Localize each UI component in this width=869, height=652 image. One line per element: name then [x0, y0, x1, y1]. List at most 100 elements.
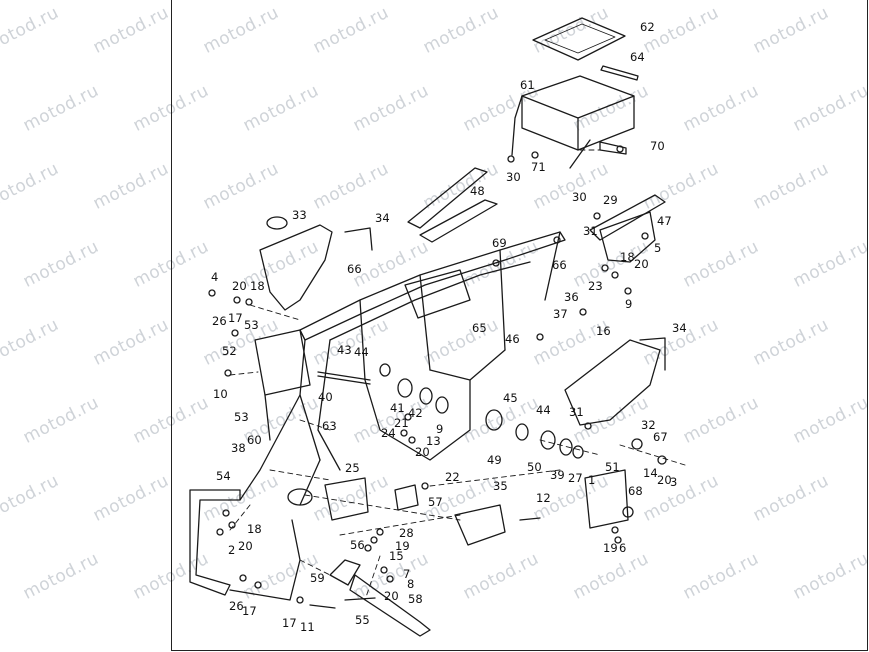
callout-number: 9: [436, 422, 444, 436]
callout-number: 3: [670, 475, 678, 489]
part-bearing: [435, 396, 449, 414]
callout-number: 31: [569, 405, 584, 419]
callout-number: 42: [408, 406, 423, 420]
part-washer: [631, 438, 643, 450]
part-bearing: [419, 387, 433, 405]
callout-number: 16: [596, 324, 611, 338]
callout-number: 49: [487, 453, 502, 467]
part-axle: [317, 375, 371, 385]
callout-number: 47: [657, 214, 672, 228]
callout-number: 38: [231, 441, 246, 455]
callout-number: 17: [228, 311, 243, 325]
callout-number: 54: [216, 469, 231, 483]
callout-number: 62: [640, 20, 655, 34]
callout-number: 27: [568, 471, 583, 485]
callout-number: 57: [428, 495, 443, 509]
callout-number: 26: [229, 599, 244, 613]
callout-number: 19: [395, 539, 410, 553]
callout-number: 68: [628, 484, 643, 498]
callout-number: 70: [650, 139, 665, 153]
part-steering-neck: [254, 329, 311, 396]
callout-number: 67: [653, 430, 668, 444]
callout-number: 2: [228, 543, 236, 557]
callout-number: 20: [634, 257, 649, 271]
callout-number: 25: [345, 461, 360, 475]
callout-number: 56: [350, 538, 365, 552]
part-side-cover-left: [259, 224, 333, 311]
callout-number: 63: [322, 419, 337, 433]
callout-number: 66: [552, 258, 567, 272]
callout-number: 31: [583, 224, 598, 238]
callout-number: 71: [531, 160, 546, 174]
part-strip: [600, 65, 639, 81]
callout-number: 35: [493, 479, 508, 493]
callout-number: 55: [355, 613, 370, 627]
callout-number: 20: [384, 589, 399, 603]
callout-number: 30: [506, 170, 521, 184]
callout-number: 51: [605, 460, 620, 474]
callout-number: 23: [588, 279, 603, 293]
part-bushing: [559, 438, 573, 456]
callout-number: 17: [282, 616, 297, 630]
callout-number: 11: [300, 620, 315, 634]
callout-number: 44: [354, 345, 369, 359]
callout-number: 30: [572, 190, 587, 204]
callout-number: 44: [536, 403, 551, 417]
callout-number: 18: [250, 279, 265, 293]
callout-number: 15: [389, 549, 404, 563]
callout-number: 58: [408, 592, 423, 606]
callout-number: 43: [337, 343, 352, 357]
callout-number: 9: [625, 297, 633, 311]
part-bushing: [379, 363, 391, 377]
callout-number: 39: [550, 468, 565, 482]
part-side-cover-right: [564, 339, 661, 426]
callout-number: 53: [244, 318, 259, 332]
callout-number: 34: [672, 321, 687, 335]
part-brake-pedal: [349, 574, 431, 637]
callout-number: 20: [657, 473, 672, 487]
part-washer: [657, 455, 667, 465]
callout-number: 40: [318, 390, 333, 404]
callout-number: 41: [390, 401, 405, 415]
callout-number: 1: [588, 473, 596, 487]
part-engine-mount: [454, 504, 506, 546]
callout-number: 20: [415, 445, 430, 459]
part-bushing: [572, 445, 584, 459]
part-frame-backbone: [299, 231, 566, 341]
part-mount-plate: [584, 469, 629, 529]
callout-number: 20: [238, 539, 253, 553]
callout-number: 22: [445, 470, 460, 484]
callout-number: 17: [242, 604, 257, 618]
callout-number: 53: [234, 410, 249, 424]
callout-number: 48: [470, 184, 485, 198]
callout-number: 52: [222, 344, 237, 358]
callout-number: 33: [292, 208, 307, 222]
callout-number: 46: [505, 332, 520, 346]
part-frame-box: [404, 269, 471, 319]
callout-number: 18: [247, 522, 262, 536]
callout-number: 64: [630, 50, 645, 64]
part-crash-bar: [189, 489, 241, 596]
part-bearing: [540, 430, 556, 450]
callout-number: 28: [399, 526, 414, 540]
callout-number: 20: [232, 279, 247, 293]
callout-number: 14: [643, 466, 658, 480]
part-bearing: [515, 423, 529, 441]
part-battery-tray: [521, 75, 635, 151]
diagram-frame: [171, 0, 868, 651]
callout-number: 19: [603, 541, 618, 555]
callout-number: 7: [403, 567, 411, 581]
callout-number: 61: [520, 78, 535, 92]
callout-number: 34: [375, 211, 390, 225]
callout-number: 8: [407, 577, 415, 591]
callout-number: 6: [619, 541, 627, 555]
callout-number: 26: [212, 314, 227, 328]
part-bearing: [485, 409, 503, 431]
callout-number: 13: [426, 434, 441, 448]
callout-number: 29: [603, 193, 618, 207]
part-filler-cap: [266, 216, 288, 230]
callout-number: 32: [641, 418, 656, 432]
callout-number: 66: [347, 262, 362, 276]
